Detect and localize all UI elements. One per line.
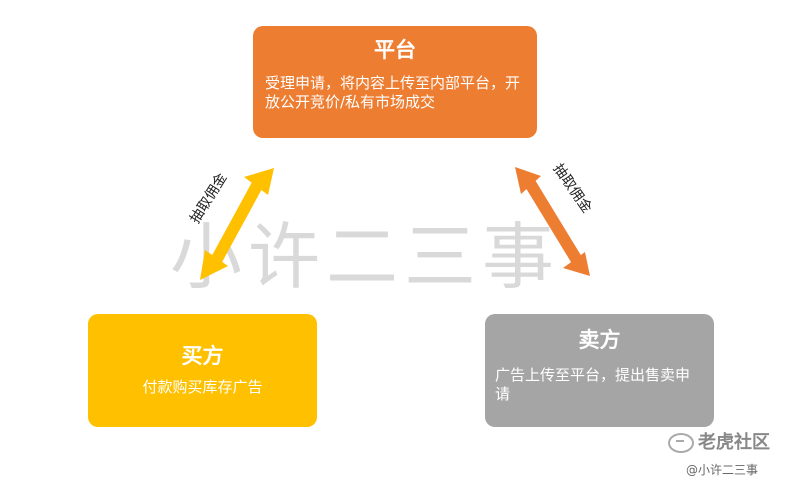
platform-title: 平台 xyxy=(374,38,416,62)
left-double-arrow xyxy=(200,168,274,280)
tiger-icon xyxy=(668,433,694,453)
buyer-title: 买方 xyxy=(181,344,224,368)
community-logo: 老虎社区 xyxy=(668,428,770,454)
seller-description: 广告上传至平台，提出售卖申请 xyxy=(495,366,691,403)
platform-description: 受理申请，将内容上传至内部平台，开放公开竞价/私有市场成交 xyxy=(265,74,521,111)
buyer-node: 买方 付款购买库存广告 xyxy=(88,314,317,427)
right-double-arrow xyxy=(515,167,590,276)
logo-text: 老虎社区 xyxy=(698,432,770,453)
seller-title: 卖方 xyxy=(578,328,621,352)
platform-node: 平台 受理申请，将内容上传至内部平台，开放公开竞价/私有市场成交 xyxy=(253,26,537,138)
author-handle: @小许二三事 xyxy=(686,463,759,477)
seller-node: 卖方 广告上传至平台，提出售卖申请 xyxy=(485,314,714,427)
buyer-description: 付款购买库存广告 xyxy=(142,378,263,396)
